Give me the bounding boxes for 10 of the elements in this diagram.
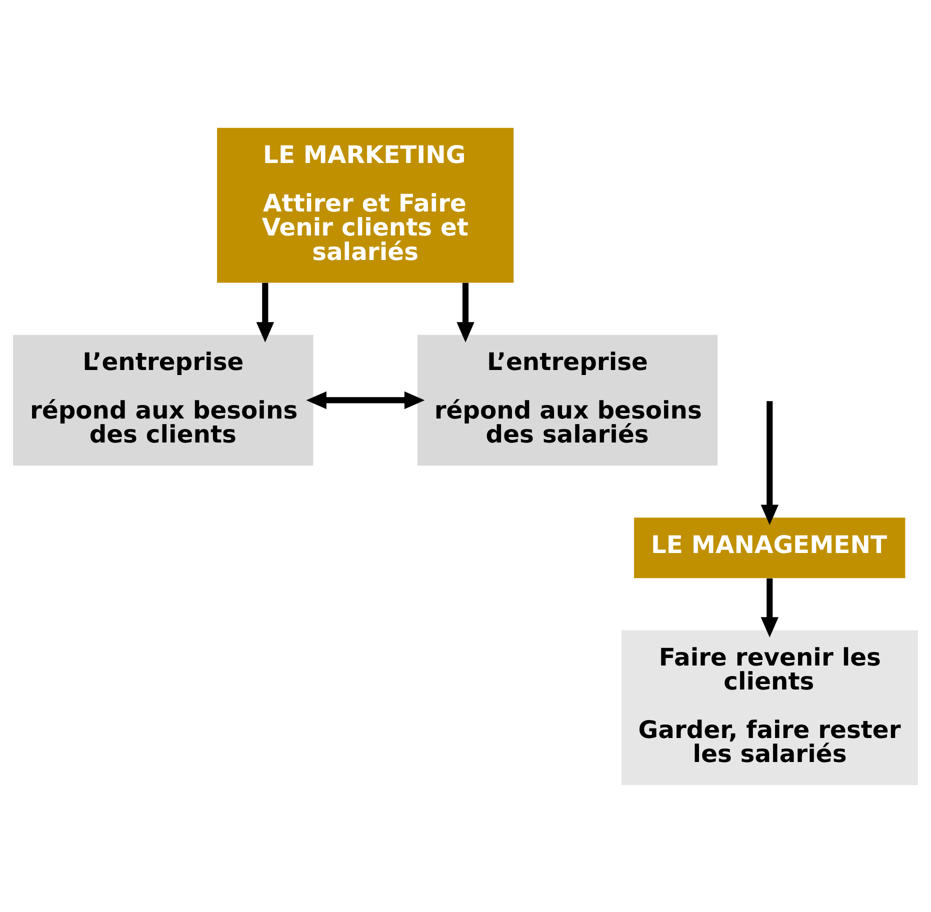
- arrow: [306, 390, 425, 409]
- node-box: LE MARKETING Attirer et Faire Venir clients et salariés: [217, 127, 514, 282]
- arrow: [760, 578, 778, 637]
- node-box: Faire revenir les clients Garder, faire rester les salariés: [621, 630, 918, 785]
- arrow: [456, 282, 474, 342]
- arrow: [256, 282, 274, 342]
- node-box: L’entreprise répond aux besoins des clients: [13, 334, 314, 466]
- node-box: L’entreprise répond aux besoins des salariés: [417, 334, 718, 466]
- node-box: LE MANAGEMENT: [634, 517, 906, 578]
- arrow: [760, 400, 778, 524]
